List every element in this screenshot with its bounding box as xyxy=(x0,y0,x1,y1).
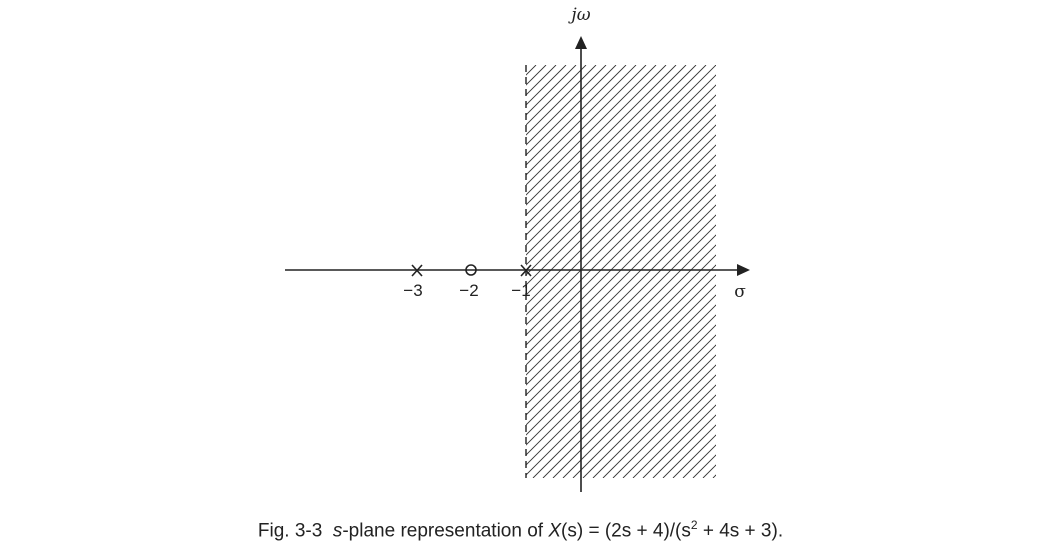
caption-equation-part1: (s) = (2s + 4)/(s xyxy=(561,520,691,542)
hatch-line xyxy=(526,144,716,336)
hatch-line xyxy=(526,65,597,136)
hatch-line xyxy=(526,84,716,276)
hatch-line xyxy=(526,274,716,466)
hatch-line xyxy=(526,204,716,396)
zero-marker-minus-2 xyxy=(465,264,477,276)
hatch-line xyxy=(526,184,716,376)
caption-s-var: s xyxy=(332,520,343,542)
caption-func-var: X xyxy=(548,520,562,542)
hatch-line xyxy=(572,334,716,478)
hatch-line xyxy=(526,194,716,386)
figure-caption: Fig. 3-3 s-plane representation of X(s) … xyxy=(0,518,1041,542)
hatch-line xyxy=(526,154,716,346)
hatch-line xyxy=(702,464,716,478)
hatch-line xyxy=(642,404,716,478)
hatch-line xyxy=(652,414,716,478)
hatch-line xyxy=(526,65,637,176)
hatch-line xyxy=(526,254,716,446)
hatch-line xyxy=(592,354,716,478)
hatch-line xyxy=(526,65,557,96)
hatch-line xyxy=(526,264,716,456)
hatch-line xyxy=(526,65,697,236)
hatch-line xyxy=(526,174,716,366)
hatch-line xyxy=(672,434,716,478)
hatch-line xyxy=(712,474,716,478)
pole-marker-minus-1 xyxy=(520,264,532,277)
sigma-axis-arrowhead xyxy=(737,264,750,276)
hatch-line xyxy=(526,65,547,86)
hatch-line xyxy=(526,114,716,306)
hatch-line xyxy=(526,65,716,256)
hatch-line xyxy=(526,124,716,316)
hatch-line xyxy=(526,65,527,66)
tick-label-minus-2: −2 xyxy=(459,281,478,300)
pole-marker-minus-3 xyxy=(411,264,423,277)
caption-fig-label: Fig. 3-3 xyxy=(257,520,323,542)
hatch-line xyxy=(542,304,716,478)
roc-hatched-region xyxy=(526,65,716,478)
hatch-line xyxy=(662,424,716,478)
hatch-line xyxy=(526,65,577,116)
hatch-line xyxy=(526,65,617,156)
hatch-line xyxy=(622,384,716,478)
tick-label-minus-3: −3 xyxy=(403,281,422,300)
hatch-line xyxy=(526,134,716,326)
hatch-line xyxy=(526,284,716,476)
hatch-line xyxy=(526,65,647,186)
hatch-line xyxy=(526,214,716,406)
hatch-line xyxy=(526,65,537,76)
hatch-line xyxy=(526,65,707,246)
hatch-line xyxy=(526,104,716,296)
hatch-line xyxy=(526,65,567,106)
jw-axis-arrowhead xyxy=(575,36,587,49)
hatch-line xyxy=(552,314,716,478)
caption-plane-text: -plane representation of xyxy=(342,520,549,542)
hatch-line xyxy=(526,65,607,146)
hatch-line xyxy=(526,65,687,226)
hatch-line xyxy=(526,65,627,166)
hatch-line xyxy=(526,65,657,196)
hatch-line xyxy=(526,224,716,416)
sigma-axis-label: σ xyxy=(734,282,746,302)
tick-label-minus-1: −1 xyxy=(511,281,530,300)
hatch-line xyxy=(526,234,716,426)
jw-axis-label: jω xyxy=(567,5,590,25)
hatch-line xyxy=(562,324,716,478)
hatch-line xyxy=(682,444,716,478)
caption-equation-part2: + 4s + 3). xyxy=(697,520,784,542)
hatch-line xyxy=(526,65,667,206)
hatch-line xyxy=(612,374,716,478)
hatch-line xyxy=(526,164,716,356)
hatch-line xyxy=(602,364,716,478)
hatch-line xyxy=(526,65,677,216)
hatch-line xyxy=(526,74,716,266)
caption-exponent: 2 xyxy=(690,518,698,532)
hatch-line xyxy=(632,394,716,478)
hatch-line xyxy=(526,94,716,286)
hatch-line xyxy=(582,344,716,478)
hatch-line xyxy=(526,244,716,436)
hatch-line xyxy=(532,294,716,478)
